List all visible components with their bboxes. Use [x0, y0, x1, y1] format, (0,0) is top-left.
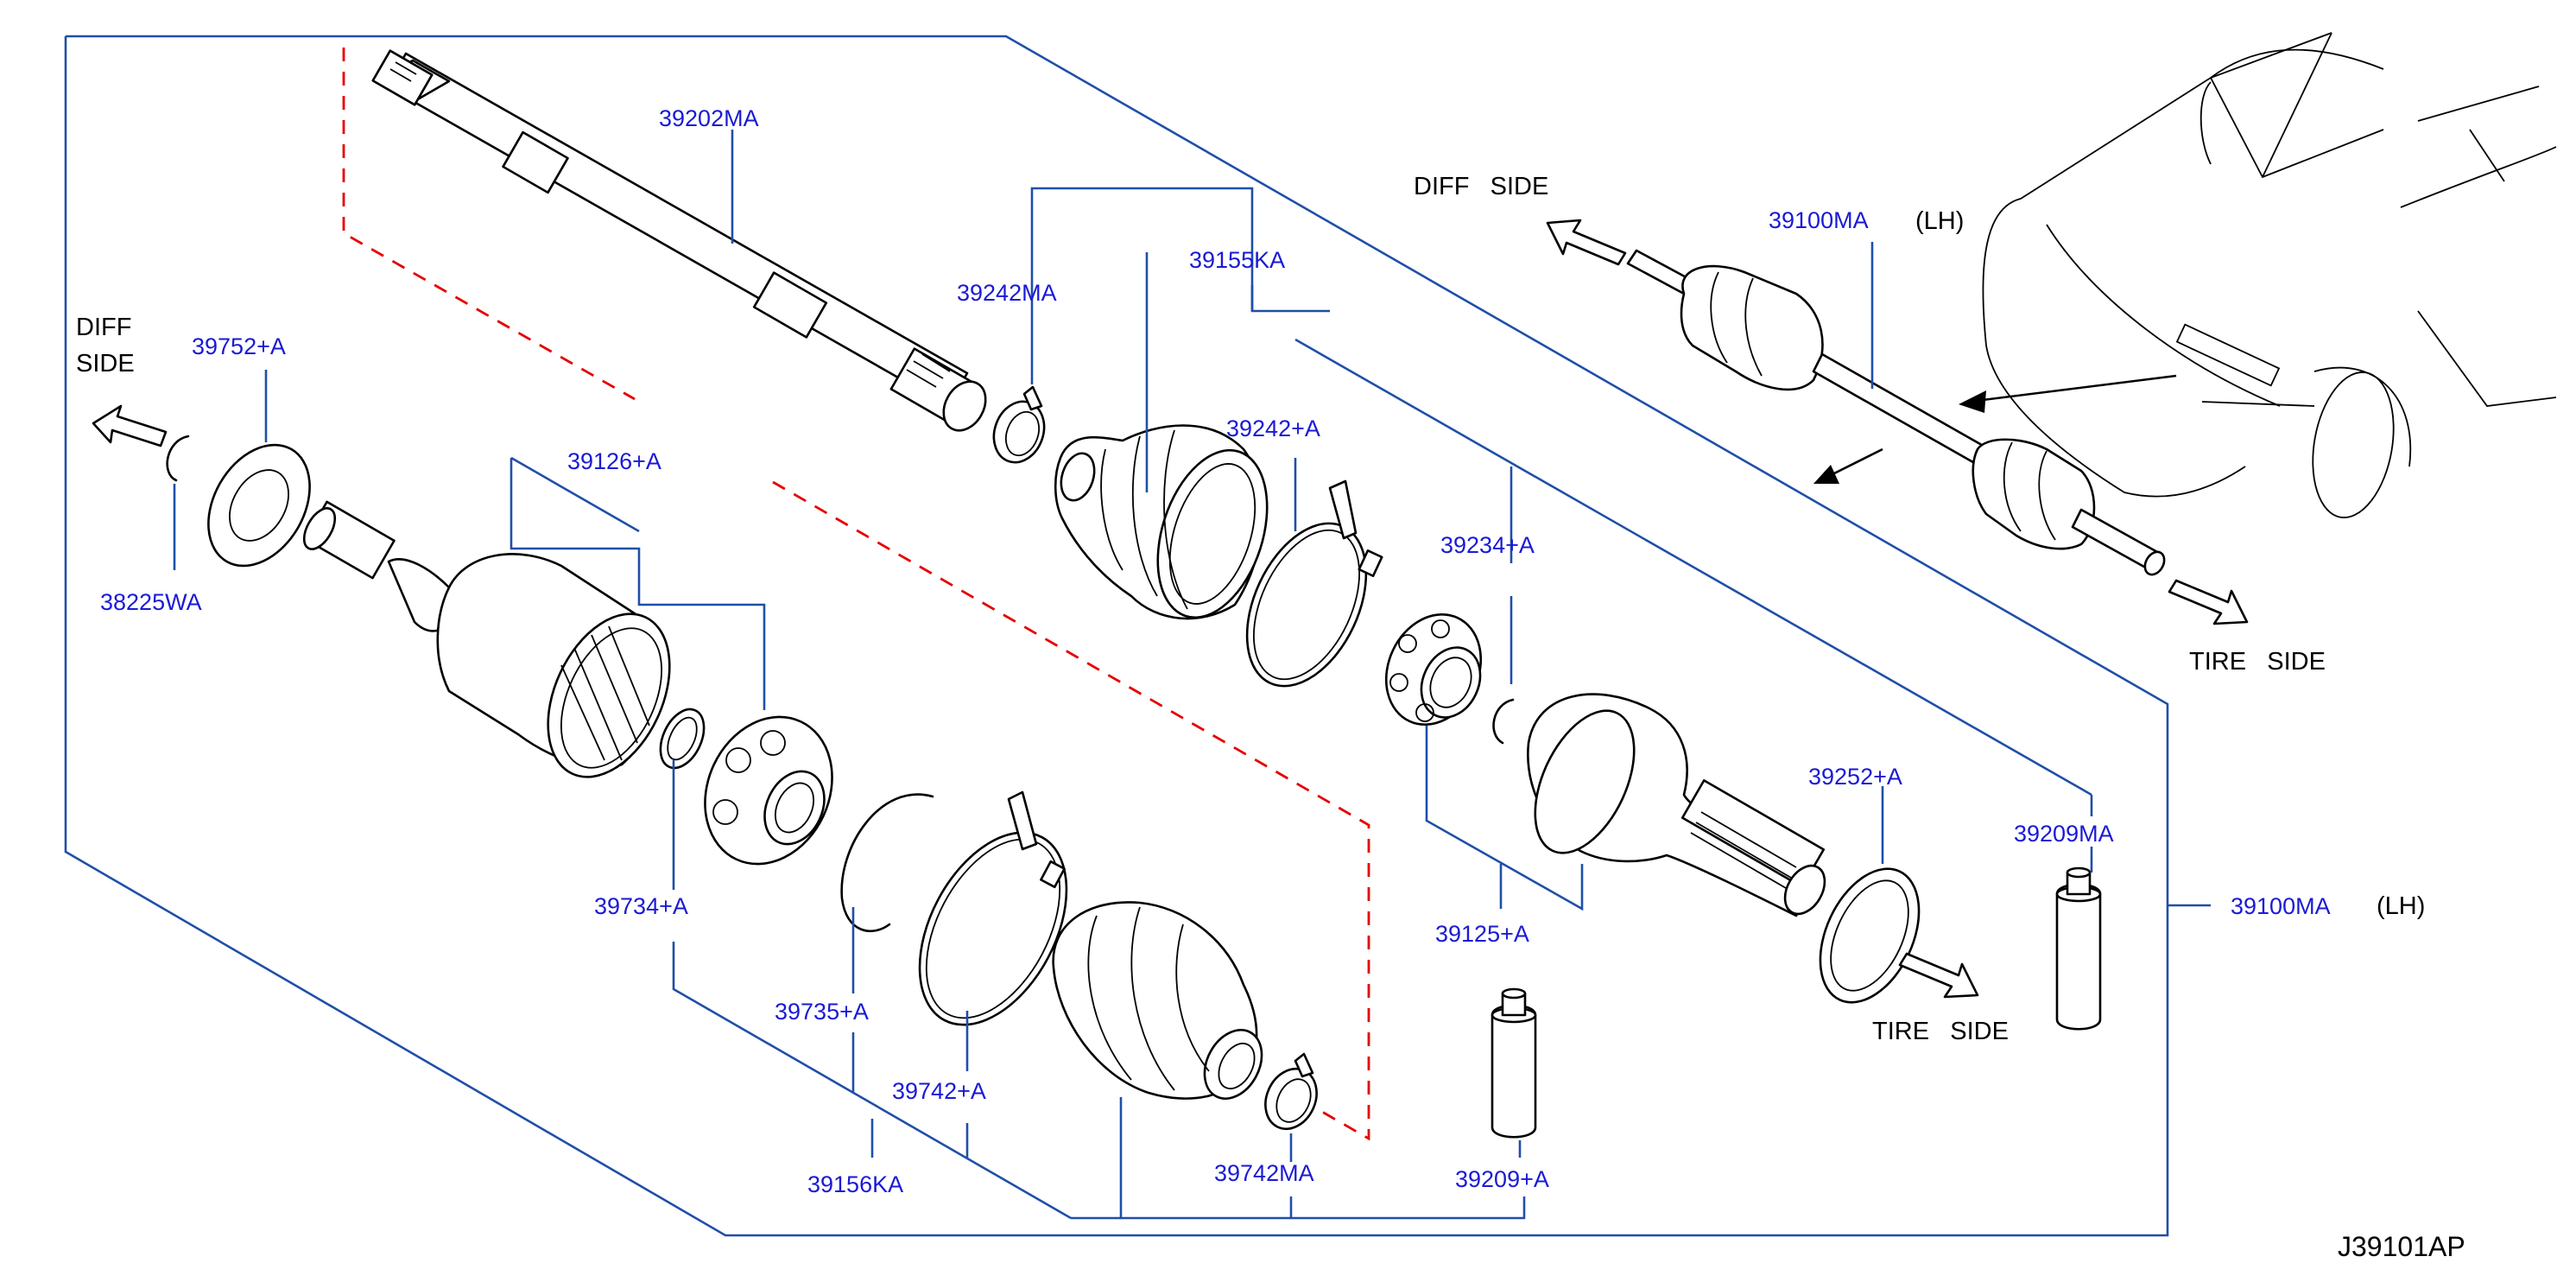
direction-arrows [1813, 374, 2177, 484]
note-tire-side-mid: TIRE SIDE [1872, 1018, 2009, 1045]
label-39155ka: 39155KA [1189, 247, 1285, 273]
shaft-39202ma [371, 49, 987, 432]
note-lh-right: (LH) [2377, 892, 2425, 920]
label-39125a: 39125+A [1435, 921, 1529, 947]
arrow-tire-side-mid [1898, 952, 1979, 999]
grease-39209a [1491, 987, 1537, 1139]
inner-race-39234a [1384, 612, 1483, 727]
assembly-frame [64, 35, 2169, 1237]
note-diff-left-2: SIDE [76, 350, 135, 378]
complete-shaft-39100ma [1626, 249, 2166, 576]
clamp-39742ma [1264, 1052, 1318, 1131]
snap-ring-39734a [659, 708, 706, 770]
ring-38225wa [166, 435, 190, 482]
label-39202ma: 39202MA [659, 105, 759, 131]
grease-39209ma [2055, 866, 2102, 1031]
label-39735a: 39735+A [775, 999, 869, 1025]
label-39242a: 39242+A [1226, 416, 1320, 441]
label-39100ma-top: 39100MA [1769, 207, 1869, 233]
label-39156ka: 39156KA [807, 1171, 903, 1197]
label-39242ma: 39242MA [957, 280, 1057, 306]
phantom-lines [342, 48, 1370, 1141]
tripod-joint [704, 715, 833, 866]
note-tire-side-top: TIRE SIDE [2189, 648, 2326, 676]
label-39209ma: 39209MA [2014, 821, 2114, 847]
leader-lines [173, 130, 2211, 1220]
note-lh-top: (LH) [1915, 207, 1964, 235]
boot-39156ka [1052, 901, 1263, 1100]
snap-ring-upper [1492, 698, 1515, 745]
arrow-diff-side-top [1546, 219, 1627, 266]
arrow-tire-side-top [2168, 579, 2249, 625]
arrow-diff-side-left [92, 404, 168, 447]
label-39742a: 39742+A [892, 1078, 986, 1104]
label-38225wa: 38225WA [100, 589, 202, 615]
outer-joint-39125a [1527, 693, 1826, 917]
label-39209a: 39209+A [1455, 1166, 1549, 1192]
label-39752a: 39752+A [192, 333, 286, 359]
diagram-code: J39101AP [2338, 1231, 2465, 1262]
boot-39155ka [1054, 424, 1269, 620]
vehicle-outline [1982, 32, 2557, 518]
housing-39126a [302, 500, 671, 778]
washer-39752a [207, 443, 311, 568]
note-diff-left-1: DIFF [76, 314, 131, 341]
label-39742ma: 39742MA [1214, 1160, 1314, 1186]
note-diff-side-top: DIFF SIDE [1414, 173, 1548, 200]
label-39252a: 39252+A [1808, 764, 1902, 790]
label-39734a: 39734+A [594, 893, 688, 919]
band-39242a [1245, 479, 1383, 688]
ring-39735a [840, 793, 934, 932]
label-39100ma-right: 39100MA [2231, 893, 2331, 919]
label-39234a: 39234+A [1440, 532, 1535, 558]
clamp-39242ma [992, 385, 1046, 464]
label-39126a: 39126+A [567, 448, 661, 474]
band-39742a [918, 790, 1068, 1026]
